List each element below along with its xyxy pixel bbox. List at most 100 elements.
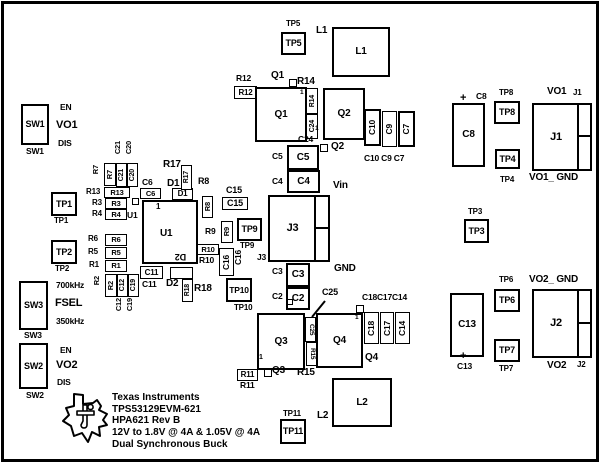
component-r13: R13 [104, 187, 130, 198]
label-c12-ref: C12 [114, 298, 123, 312]
c19-designator: C19 [130, 279, 137, 292]
j2-divider-horizontal [577, 322, 590, 324]
c17-designator: C17 [381, 320, 392, 336]
r5-designator: R5 [111, 248, 121, 258]
tp7-designator: TP7 [499, 345, 515, 355]
component-r7: R7 [104, 163, 116, 186]
c9-designator: C9 [384, 123, 395, 135]
label-c3-ref: C3 [272, 266, 283, 276]
component-tp3: TP3 [464, 219, 489, 243]
label-l2-ref: L2 [317, 410, 329, 421]
label-c11-ref: C11 [142, 279, 157, 289]
c25-pin-square [287, 299, 293, 305]
component-c12: C12 [117, 274, 128, 297]
component-r17: R17 [181, 165, 192, 190]
label-r7-ref: R7 [91, 165, 100, 175]
component-tp4: TP4 [495, 149, 520, 169]
label-u1-pin1: 1 [156, 202, 161, 211]
label-gnd-net: GND [334, 263, 356, 274]
j1-designator: J1 [550, 130, 562, 143]
label-r11-ref: R11 [240, 380, 255, 390]
label-c16-ref: C16 [233, 250, 243, 265]
r11-designator: R11 [240, 370, 255, 379]
component-tp5: TP5 [281, 32, 306, 55]
label-c6-ref: C6 [142, 177, 153, 187]
r14-designator: R14 [308, 94, 316, 108]
label-r10-ref: R10 [199, 255, 214, 265]
label-c5-ref: C5 [272, 151, 283, 161]
label-r18-ref: R18 [194, 283, 212, 294]
r15-designator: R15 [308, 348, 316, 360]
j2-designator: J2 [550, 317, 562, 329]
component-sw1: SW1 [21, 104, 49, 145]
label-l1-ref: L1 [316, 25, 328, 36]
label-d1-ref: D1 [167, 178, 180, 189]
label-r8-ref: R8 [198, 176, 210, 186]
component-c17: C17 [380, 312, 394, 344]
j3-divider-horizontal [314, 227, 328, 229]
component-tp8: TP8 [494, 101, 520, 124]
label-q4-pin1: 1 [355, 314, 359, 321]
tp1-designator: TP1 [56, 198, 72, 209]
component-c8: C8 [452, 103, 485, 167]
r17-designator: R17 [183, 171, 190, 184]
component-c21: C21 [116, 163, 127, 187]
r13-designator: R13 [110, 187, 124, 197]
title-block-company: Texas Instruments [112, 392, 200, 403]
tp8-designator: TP8 [499, 107, 515, 117]
component-l1: L1 [332, 27, 390, 77]
label-c24-ref: C24 [298, 134, 313, 144]
component-c10: C10 [364, 109, 381, 146]
r2-designator: R2 [106, 280, 116, 291]
c5-designator: C5 [296, 151, 310, 163]
component-c7: C7 [398, 111, 415, 147]
label-r3-ref: R3 [92, 198, 102, 207]
q1-pin1-square [289, 79, 297, 87]
q3-pin1-square [264, 369, 272, 377]
label-j3-ref: J3 [257, 252, 267, 262]
label-r13-ref: R13 [86, 187, 101, 196]
label-tp8-ref: TP8 [499, 88, 514, 97]
label-q2-ref: Q2 [331, 141, 344, 152]
component-r2: R2 [105, 274, 117, 297]
component-r12: R12 [234, 86, 257, 99]
label-c10-c9-c7-refs: C10 C9 C7 [364, 153, 405, 163]
q2-designator: Q2 [337, 108, 351, 119]
r9-designator: R9 [222, 227, 232, 237]
label-en-sw2: EN [60, 345, 72, 355]
title-block-evm-number: TPS53129EVM-621 [112, 403, 201, 415]
tp2-designator: TP2 [56, 246, 72, 257]
r3-designator: R3 [111, 198, 121, 208]
r12-designator: R12 [238, 87, 253, 97]
label-c21-ref: C21 [113, 141, 122, 155]
component-c24: C24 [306, 114, 318, 139]
component-sw3: SW3 [19, 281, 48, 330]
component-c25: C25 [305, 317, 316, 342]
q3-designator: Q3 [274, 335, 288, 347]
c18-designator: C18 [366, 320, 377, 336]
component-r6: R6 [105, 234, 127, 246]
component-r9: R9 [221, 221, 233, 243]
label-r2-ref: R2 [92, 276, 101, 286]
label-q3-pin1: 1 [259, 354, 263, 361]
label-sw1-ref: SW1 [26, 146, 44, 156]
c3-designator: C3 [291, 269, 305, 280]
component-c6: C6 [140, 188, 161, 199]
label-q1-ref: Q1 [271, 70, 284, 81]
label-fsel: FSEL [55, 297, 83, 309]
label-tp6-ref: TP6 [499, 275, 514, 284]
sw3-designator: SW3 [24, 300, 43, 310]
c11-designator: C11 [144, 267, 159, 277]
q4-pin1-square [356, 305, 364, 313]
tp5-designator: TP5 [285, 38, 302, 48]
tp11-designator: TP11 [282, 426, 304, 436]
label-c2-ref: C2 [272, 291, 283, 301]
tp3-designator: TP3 [468, 225, 485, 236]
label-r6-ref: R6 [88, 234, 98, 243]
component-c3: C3 [286, 263, 310, 287]
r4-designator: R4 [111, 209, 121, 219]
label-c4-ref: C4 [272, 176, 283, 186]
label-dis-sw2: DIS [57, 377, 71, 387]
label-d2-ref: D2 [166, 278, 179, 289]
label-en-sw1: EN [60, 102, 72, 112]
